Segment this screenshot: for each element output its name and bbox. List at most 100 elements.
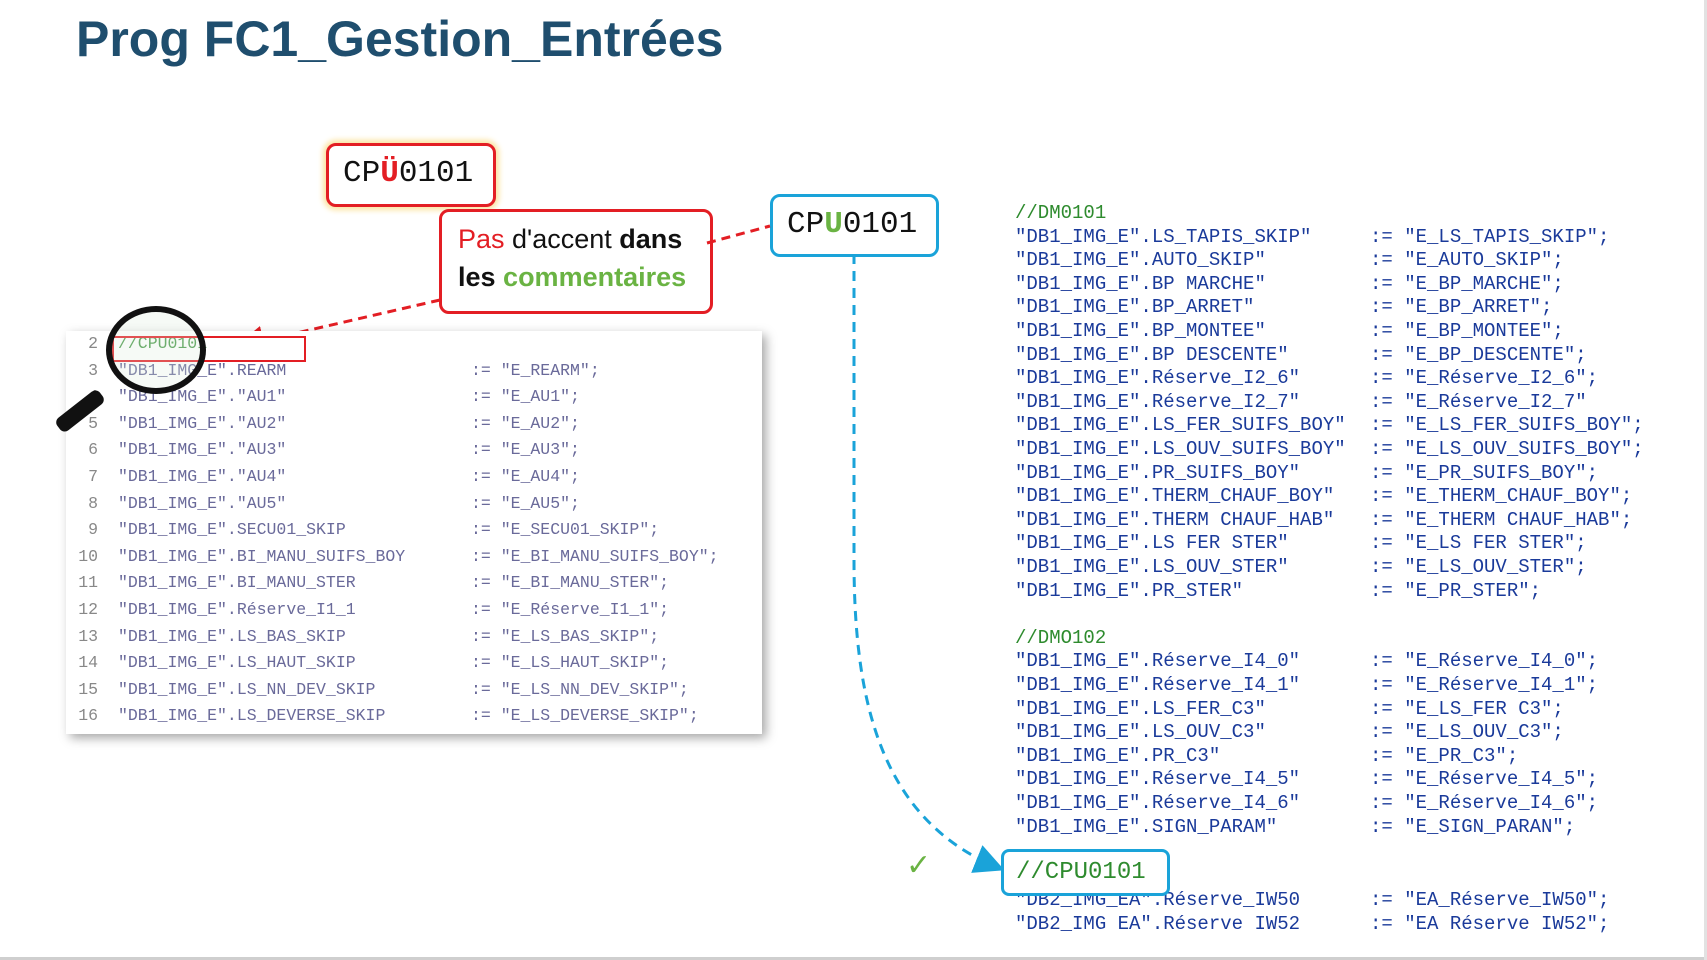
code-lhs: "DB1_IMG_E".LS FER STER" — [1015, 532, 1289, 555]
code-row: 16"DB1_IMG_E".LS_DEVERSE_SKIP:= "E_LS_DE… — [66, 706, 762, 732]
code-lhs: "DB1_IMG_E".LS_OUV_STER" — [1015, 556, 1289, 578]
code-line: "DB1_IMG_E".AUTO_SKIP" := "E_AUTO_SKIP"; — [1015, 249, 1695, 273]
code-line: "DB1_IMG_E".BP_ARRET" := "E_BP_ARRET"; — [1015, 296, 1695, 320]
line-number: 7 — [88, 467, 98, 486]
code-lhs: "DB1_IMG_E".LS_NN_DEV_SKIP — [118, 679, 376, 699]
code-line: "DB1_IMG_E".LS_OUV_C3":= "E_LS_OUV_C3"; — [1015, 721, 1695, 745]
code-rhs: := "E_LS_BAS_SKIP"; — [471, 626, 660, 646]
code-rhs: := "E_LS_OUV_STER"; — [1370, 556, 1587, 578]
code-rhs: := "E_AUTO_SKIP"; — [1370, 249, 1564, 272]
check-icon: ✓ — [906, 848, 932, 883]
code-rhs: := "E_BP_ARRET"; — [1370, 296, 1553, 319]
code-line: "DB1_IMG_E".Réserve_I4_6" := "E_Réserve_I… — [1015, 792, 1695, 816]
code-line: "DB1_IMG_E".SIGN_PARAM":= "E_SIGN_PARAN"… — [1015, 816, 1695, 840]
line-number: 6 — [88, 440, 98, 460]
code-rhs: := "E_LS_OUV_SUIFS_BOY"; — [1370, 438, 1644, 460]
code-rhs: := "E_THERM CHAUF_HAB"; — [1370, 508, 1633, 531]
code-rhs: := "E_Réserve_I2_7" — [1370, 390, 1587, 413]
code-row: 5"DB1_IMG_E"."AU2":= "E_AU2"; — [66, 414, 762, 440]
code-line: "DB1_IMG_E".LS FER STER":= "E_LS FER STE… — [1015, 532, 1695, 556]
cpu-accent-box: CPÜ0101 — [326, 143, 496, 207]
code-line: "DB1_IMG_E".BP DESCENTE":= "E_BP_DESCENT… — [1015, 344, 1695, 368]
code-line: "DB1_IMG_E".Réserve_I4_0":= "E_Réserve_I… — [1015, 650, 1695, 674]
code-rhs: := "E_BP_DESCENTE"; — [1370, 343, 1587, 366]
code-row: 6"DB1_IMG_E"."AU3":= "E_AU3"; — [66, 440, 762, 466]
code-lhs: "DB1_IMG_E"."AU4" — [118, 467, 287, 486]
code-rhs: := "E_Réserve_I4_1"; — [1370, 674, 1599, 696]
code-rhs: := "E_SECU01_SKIP"; — [471, 520, 660, 540]
code-lhs: "DB1_IMG_E".PR_SUIFS_BOY" — [1015, 461, 1301, 484]
line-number: 13 — [78, 626, 98, 646]
code-row: 15"DB1_IMG_E".LS_NN_DEV_SKIP:= "E_LS_NN_… — [66, 680, 762, 706]
code-row: 3"DB1_IMG_E".REARM:= "E_REARM"; — [66, 361, 762, 387]
code-comment: //DM0101 — [1015, 202, 1107, 224]
line-number: 5 — [88, 413, 98, 433]
code-rhs: := "E_REARM"; — [471, 360, 600, 380]
code-rhs: := "E_THERM_CHAUF_BOY"; — [1370, 485, 1633, 508]
line-number: 8 — [88, 493, 98, 513]
code-line: "DB1_IMG_E".BP_MONTEE" := "E_BP_MONTEE"; — [1015, 320, 1695, 344]
code-rhs: := "E_LS_NN_DEV_SKIP"; — [471, 679, 689, 699]
code-rhs: := "E_BI_MANU_SUIFS_BOY"; — [471, 546, 719, 566]
code-rhs: := "EA_Réserve_IW50"; — [1370, 889, 1610, 911]
code-lhs: "DB1_IMG_E".BP_ARRET" — [1015, 296, 1255, 319]
cpu-comment-box: //CPU0101 — [1001, 849, 1170, 896]
code-rhs: := "E_LS_FER_SUIFS_BOY"; — [1370, 414, 1644, 437]
code-lhs: "DB1_IMG_E".BP_MONTEE" — [1015, 320, 1266, 342]
code-rhs: := "E_BP_MONTEE"; — [1370, 320, 1564, 342]
code-line: "DB1_IMG_E".PR_C3":= "E_PR_C3"; — [1015, 745, 1695, 769]
code-row: 11"DB1_IMG_E".BI_MANU_STER:= "E_BI_MANU_… — [66, 573, 762, 599]
code-rhs: := "E_AU4"; — [471, 467, 580, 486]
code-comment: //DMO102 — [1015, 626, 1107, 649]
code-lhs: "DB1_IMG_E".Réserve_I4_5" — [1015, 768, 1301, 791]
code-line: "DB1_IMG_E".THERM_CHAUF_BOY":= "E_THERM_… — [1015, 485, 1695, 509]
code-rhs: := "E_LS_FER C3"; — [1370, 697, 1564, 720]
code-lhs: "DB1_IMG_E".Réserve_I2_6" — [1015, 367, 1301, 390]
arrow-cpu-to-comment — [852, 254, 1005, 873]
code-lhs: "DB1_IMG_E".PR_STER" — [1015, 579, 1244, 602]
line-number: 3 — [88, 360, 98, 380]
code-lhs: "DB1_IMG_E".LS_TAPIS_SKIP" — [1015, 225, 1312, 248]
code-lhs: "DB1_IMG_E".LS_FER_C3" — [1015, 697, 1266, 720]
code-lhs: "DB1_IMG_E".LS_FER_SUIFS_BOY" — [1015, 414, 1346, 437]
code-line: "DB1_IMG_E".Réserve_I2_6" := "E_Réserve_I… — [1015, 367, 1695, 391]
code-lhs: "DB1_IMG_E".THERM CHAUF_HAB" — [1015, 508, 1335, 531]
line-number: 14 — [78, 653, 98, 673]
code-rhs: := "E_AU2"; — [471, 413, 580, 433]
code-lhs: "DB1_IMG_E".AUTO_SKIP" — [1015, 249, 1266, 272]
line-number: 9 — [88, 520, 98, 540]
code-line: "DB1_IMG_E".PR_SUIFS_BOY":= "E_PR_SUIFS_… — [1015, 462, 1695, 486]
code-rhs: := "E_Réserve_I4_6"; — [1370, 792, 1599, 814]
code-lhs: "DB1_IMG_E".Réserve_I4_6" — [1015, 792, 1301, 814]
code-rhs: := "E_LS_HAUT_SKIP"; — [471, 653, 670, 673]
divider — [1704, 0, 1707, 960]
code-rhs: := "E_LS_OUV_C3"; — [1370, 721, 1564, 744]
code-lhs: "DB1_IMG_E".BI_MANU_SUIFS_BOY — [118, 546, 406, 566]
line-number: 12 — [78, 600, 98, 619]
code-lhs: "DB1_IMG_E".BI_MANU_STER — [118, 573, 356, 593]
code-row: 12"DB1_IMG_E".Réserve_I1_1:= "E_Réserve_… — [66, 600, 762, 626]
code-rhs: := "E_Réserve_I2_6"; — [1370, 367, 1599, 390]
code-line: "DB1_IMG_E".PR_STER" := "E_PR_STER"; — [1015, 580, 1695, 604]
code-row: 7 "DB1_IMG_E"."AU4" := "E_AU4"; — [66, 467, 762, 493]
code-line: "DB1_IMG_E".LS_OUV_STER" := "E_LS_OUV_STE… — [1015, 556, 1695, 580]
code-lhs: "DB1_IMG_E".LS_OUV_SUIFS_BOY" — [1015, 438, 1346, 460]
code-rhs: := "E_LS_DEVERSE_SKIP"; — [471, 706, 699, 726]
code-rhs: := "E_AU5"; — [471, 493, 580, 513]
line-number: 11 — [78, 573, 98, 593]
code-row: 10"DB1_IMG_E".BI_MANU_SUIFS_BOY:= "E_BI_… — [66, 547, 762, 573]
code-lhs: "DB1_IMG_E".SECU01_SKIP — [118, 520, 346, 540]
code-rhs: := "EA Réserve IW52"; — [1370, 912, 1610, 935]
code-listing: //DM0101"DB1_IMG_E".LS_TAPIS_SKIP" := "E_… — [1015, 202, 1695, 942]
cpu-fixed-label: CPU0101 — [787, 207, 918, 242]
divider — [0, 957, 1707, 960]
code-rhs: := "E_Réserve_I4_5"; — [1370, 768, 1599, 791]
code-lhs: "DB1_IMG_E".LS_BAS_SKIP — [118, 626, 346, 646]
code-rhs: := "E_PR_STER"; — [1370, 579, 1542, 602]
note-line-2: les commentaires — [458, 262, 687, 292]
line-number: 16 — [78, 706, 98, 726]
code-lhs: "DB1_IMG_E".SIGN_PARAM" — [1015, 815, 1278, 838]
code-rhs: := "E_AU3"; — [471, 440, 580, 460]
note-line-1: Pas d'accent dans — [458, 224, 683, 254]
